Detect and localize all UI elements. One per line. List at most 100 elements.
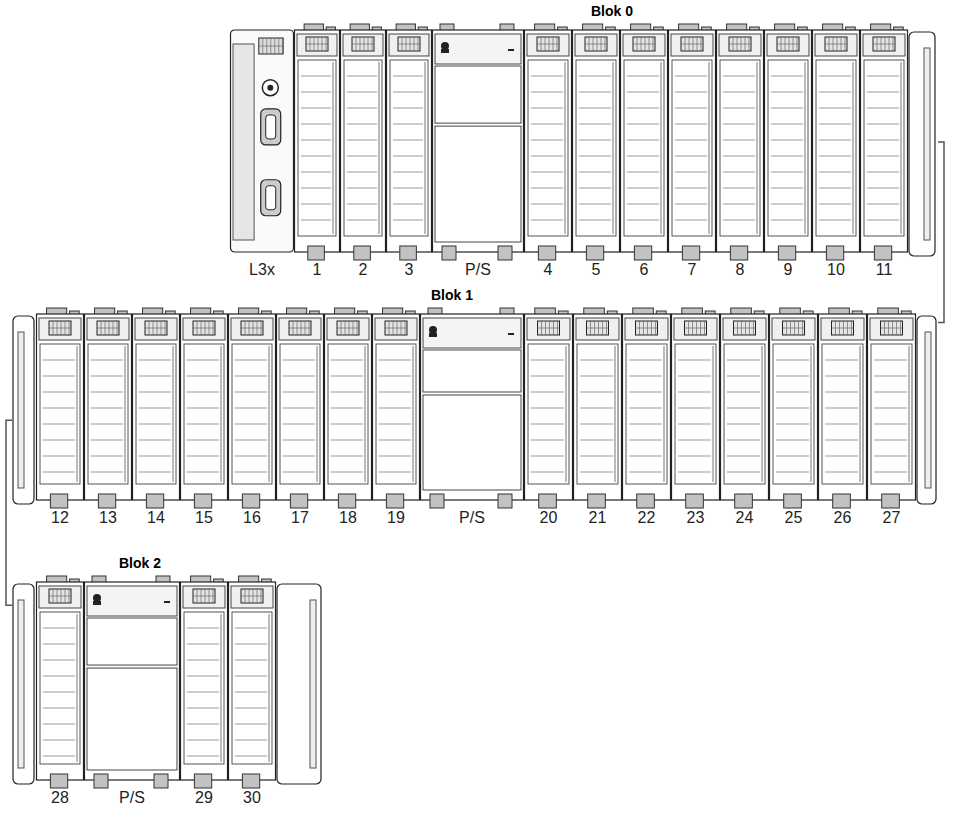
psu-lower-panel [87,668,177,770]
door-rib [771,92,803,93]
door-rib [43,740,75,741]
door-rib [91,408,123,409]
slot-number: 5 [592,260,601,280]
door-rib [139,392,171,393]
door-rib [874,440,907,441]
key-switch-core [267,85,273,91]
module-door [672,60,712,236]
window-grid [145,328,167,329]
bottom-latch [194,774,211,788]
door-rib [580,408,613,409]
door-rib [678,408,711,409]
door-rib [331,392,363,393]
module-drawing [230,24,294,260]
bottom-latch [686,494,704,508]
door-rib [531,124,563,125]
door-rib [235,376,267,377]
door-rib [723,172,755,173]
module-door [871,344,912,484]
bottom-latch [50,494,67,508]
psu-header [87,586,177,616]
io-module: 18 [324,308,372,528]
door-rib [579,204,611,205]
door-rib [874,408,907,409]
window-grid [783,328,805,329]
io-module: 16 [228,308,276,528]
bottom-latch [338,494,355,508]
end-cap-slot [925,332,931,488]
serial-port-pins [266,115,276,139]
io-module: 10 [812,24,860,280]
door-rib [347,140,377,141]
io-module: 13 [84,308,132,528]
module-door [298,60,336,236]
door-rib [139,440,171,441]
module-drawing [432,24,524,260]
slot-number: 19 [387,508,405,528]
door-rib [91,392,123,393]
door-rib [723,76,755,77]
door-rib [235,708,267,709]
module-drawing [132,308,180,508]
door-rib [235,724,267,725]
door-rib [579,124,611,125]
door-rib [819,220,851,221]
bottom-latch [498,246,512,260]
door-rib [727,440,760,441]
door-rib [723,204,755,205]
door-edge [664,346,665,482]
module-header [183,318,225,340]
io-module: 14 [132,308,180,528]
door-rib [347,204,377,205]
bottom-latch [826,246,843,260]
door-rib [825,472,858,473]
io-module: 19 [372,308,420,528]
door-rib [301,108,331,109]
module-door [328,344,368,484]
window-grid [49,328,71,329]
bottom-latch [354,246,371,260]
io-module: 11 [860,24,908,280]
door-rib [91,360,123,361]
door-edge [77,346,78,482]
door-rib [867,140,899,141]
door-rib [187,424,219,425]
module-drawing [36,576,84,788]
door-rib [347,220,377,221]
door-rib [771,188,803,189]
slot-number: 18 [339,508,357,528]
bottom-latch [400,246,417,260]
module-door [675,344,716,484]
door-rib [235,676,267,677]
power-led [508,333,514,335]
door-rib [187,644,219,645]
module-header [375,318,417,340]
status-window [633,37,655,51]
door-edge [713,346,714,482]
door-edge [221,614,222,762]
door-rib [235,440,267,441]
module-body [277,314,324,500]
module-door [528,60,568,236]
door-rib [347,124,377,125]
module-door [577,344,618,484]
end-cap-slot [310,600,316,768]
module-body [229,314,276,500]
door-rib [531,360,564,361]
module-door [864,60,904,236]
bottom-latch [386,494,403,508]
door-rib [819,156,851,157]
door-rib [819,140,851,141]
slot-number: 17 [291,508,309,528]
slot-number: 26 [834,508,852,528]
psu-header [423,318,521,348]
door-rib [235,756,267,757]
door-rib [627,172,659,173]
module-body [37,582,84,780]
door-rib [301,220,331,221]
door-rib [579,172,611,173]
bottom-latch [242,774,259,788]
status-window [585,37,607,51]
door-rib [825,456,858,457]
door-rib [531,472,564,473]
